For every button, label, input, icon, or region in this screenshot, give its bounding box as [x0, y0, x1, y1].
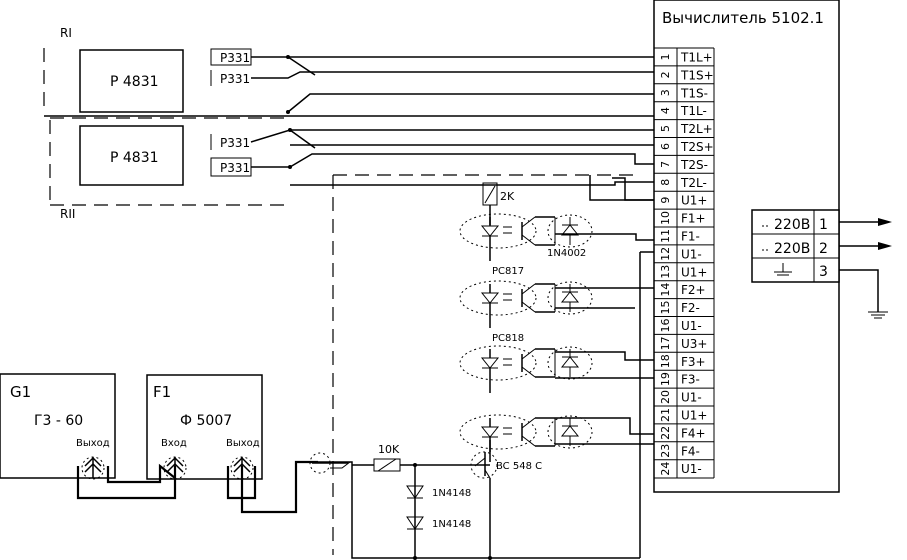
resistor-box-1 — [79, 49, 184, 113]
terminal-number: 16 — [659, 318, 672, 332]
terminal-number: 13 — [659, 265, 672, 279]
terminal-number: 4 — [659, 107, 672, 114]
terminal-label: U1- — [681, 462, 702, 476]
terminal-number: 5 — [659, 125, 672, 132]
terminal-number: 3 — [659, 89, 672, 96]
terminal-number: 18 — [659, 354, 672, 368]
earth-ground-icon — [839, 269, 888, 319]
power-output-arrows — [839, 218, 892, 250]
terminal-label: T2S+ — [680, 140, 714, 154]
optocoupler-stage — [459, 213, 593, 261]
opto-pc818-label: PC818 — [492, 333, 524, 344]
diode-2-label: 1N4148 — [432, 519, 471, 530]
resistor-1-p2: Р331 — [220, 72, 250, 86]
terminal-number: 14 — [659, 283, 672, 297]
terminal-label: T1S+ — [680, 68, 714, 82]
f1-output-label: Выход — [226, 438, 260, 449]
terminal-label: F4+ — [681, 426, 706, 440]
terminal-number: 6 — [659, 143, 672, 150]
terminal-number: 19 — [659, 372, 672, 386]
resistor-2-p2: Р331 — [220, 161, 250, 175]
terminal-label: F1- — [681, 229, 700, 243]
collector-wires — [555, 233, 654, 558]
resistor-box-2 — [79, 125, 184, 186]
f1-input-label: Вход — [161, 438, 187, 449]
resistor-2-name: Р 4831 — [110, 150, 159, 166]
terminal-label: F2+ — [681, 283, 706, 297]
terminal-label: T1L- — [680, 104, 707, 118]
power-label-2: 220В — [774, 241, 810, 257]
terminal-label: T1S- — [680, 86, 708, 100]
terminal-label: U1- — [681, 247, 702, 261]
power-block — [751, 209, 840, 283]
terminal-number: 12 — [659, 247, 672, 261]
g1-output-label: Выход — [76, 438, 110, 449]
g1-output-connector-icon — [81, 456, 105, 480]
terminal-number: 23 — [659, 444, 672, 458]
terminal-number: 8 — [659, 179, 672, 186]
terminal-label: U1+ — [681, 194, 707, 208]
terminal-label: U1- — [681, 319, 702, 333]
terminal-label: U1+ — [681, 265, 707, 279]
optocoupler-stage — [459, 414, 593, 462]
terminal-number: 20 — [659, 390, 672, 404]
power-label-1: 220В — [774, 217, 810, 233]
transistor-bc548c — [470, 451, 498, 479]
opto-pc817-label: PC817 — [492, 266, 524, 277]
terminal-number: 10 — [659, 211, 672, 225]
terminal-number: 15 — [659, 301, 672, 315]
g1-ref: G1 — [10, 383, 31, 401]
power-num-3: 3 — [819, 264, 828, 280]
terminal-label: F3+ — [681, 355, 706, 369]
diode-1n4148-1 — [406, 485, 424, 499]
resistor-2-p1: Р331 — [220, 136, 250, 150]
terminal-number: 11 — [659, 229, 672, 243]
terminal-number: 1 — [659, 53, 672, 60]
terminal-label: T2S- — [680, 158, 708, 172]
terminal-number: 21 — [659, 408, 672, 422]
r10k-label: 10K — [378, 443, 400, 456]
g1-name: Г3 - 60 — [34, 413, 83, 429]
terminal-number: 22 — [659, 426, 672, 440]
terminal-number: 2 — [659, 71, 672, 78]
resistor-1-name: Р 4831 — [110, 74, 159, 90]
diode-1-label: 1N4148 — [432, 488, 471, 499]
transistor-label: BC 548 C — [496, 461, 542, 472]
terminal-strip: 1 T1L+ 2 T1S+ 3 T1S- 4 T1L- 5 T2L+ 6 T2S+ 7 T2S- 8 T2L-… — [654, 50, 714, 476]
diode-1n4002-label: 1N4002 — [547, 248, 586, 259]
diode-1n4148-2 — [406, 516, 424, 530]
f1-name: Ф 5007 — [180, 413, 232, 429]
terminal-label: T2L- — [680, 176, 707, 190]
terminal-label: F2- — [681, 301, 700, 315]
terminal-label: F4- — [681, 444, 700, 458]
terminal-label: U1- — [681, 391, 702, 405]
terminal-number: 9 — [659, 197, 672, 204]
resistor-1-p1: Р331 — [220, 51, 250, 65]
terminal-label: U3+ — [681, 337, 707, 351]
ground-icon — [774, 263, 792, 276]
computer-title: Вычислитель 5102.1 — [662, 9, 824, 27]
input-network — [295, 440, 640, 560]
f1-ref: F1 — [153, 383, 171, 401]
terminal-number: 24 — [659, 462, 672, 476]
r2k-label: 2K — [500, 190, 515, 203]
terminal-label: U1+ — [681, 408, 707, 422]
power-num-1: 1 — [819, 217, 828, 233]
terminal-label: F3- — [681, 373, 700, 387]
terminal-number: 17 — [659, 336, 672, 350]
optocoupler-stage — [459, 345, 593, 393]
terminal-number: 7 — [659, 161, 672, 168]
terminal-label: T2L+ — [680, 122, 713, 136]
ri-label: RI — [60, 26, 72, 40]
coax-cables — [76, 460, 318, 514]
power-num-2: 2 — [819, 241, 828, 257]
terminal-label: F1+ — [681, 212, 706, 226]
rii-label: RII — [60, 207, 75, 221]
sensor-wires — [44, 55, 654, 201]
terminal-label: T1L+ — [680, 50, 713, 64]
